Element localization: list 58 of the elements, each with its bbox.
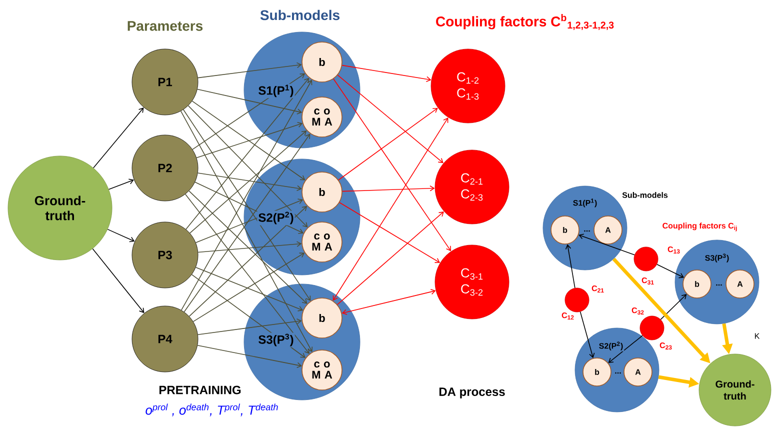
arrow	[656, 264, 684, 278]
arrow	[580, 311, 595, 358]
stage-label: DA process	[439, 388, 505, 398]
arrow	[339, 202, 440, 263]
arrow	[180, 110, 313, 352]
arrow	[196, 122, 303, 158]
node-label: C$_{23}$	[660, 342, 672, 350]
node-label: C$_{32}$	[632, 307, 644, 315]
sub-model-title: S3(P$^{3}$)	[704, 252, 730, 264]
arrow	[608, 335, 643, 363]
arrow	[192, 100, 306, 180]
arrow	[184, 194, 310, 354]
column-heading: Coupling factors C$^{b}$1,2,3-1,2,3	[436, 14, 614, 30]
arrow	[197, 345, 302, 368]
arrow	[565, 244, 576, 288]
sub-model-title: S2(P$^{2}$)	[598, 340, 624, 352]
arrow	[337, 74, 444, 164]
sub-model-title: S2(P$^{2}$)	[257, 210, 295, 226]
arrow	[660, 294, 687, 320]
arrow	[188, 190, 308, 304]
sub-model-title: S1(P$^{1}$)	[257, 84, 295, 98]
column-heading: Sub-models	[260, 10, 340, 20]
node-label: C$_{21}$	[592, 285, 604, 292]
arrow	[190, 130, 307, 234]
arrow	[192, 252, 305, 322]
node-label: C$_{31}$	[642, 277, 654, 285]
arrow	[180, 80, 312, 310]
heading: Coupling factors C$_{ij}$	[662, 222, 737, 232]
sub-model-title: S1(P$^{1}$)	[572, 198, 598, 208]
arrow	[342, 288, 436, 315]
arrow	[183, 109, 311, 301]
arrow	[342, 185, 435, 192]
arrow	[338, 108, 438, 180]
constant-label: K	[755, 333, 760, 339]
arrow	[188, 206, 308, 317]
arrow	[92, 248, 144, 314]
variable-list: o$^{prol}$ , o$^{death}$, T$^{prol}$, T$^{death}$	[146, 404, 278, 416]
arrow	[333, 78, 452, 252]
arrow	[186, 78, 310, 230]
arrow	[197, 172, 302, 192]
sub-model-title: S3(P$^{3}$)	[257, 332, 295, 348]
arrow	[342, 64, 432, 82]
arrow	[93, 108, 144, 168]
stage-label: PRETRAINING	[159, 386, 241, 394]
arrow	[198, 241, 302, 253]
arrow	[198, 318, 302, 335]
arrow	[195, 266, 304, 312]
arrow	[336, 211, 444, 305]
arrow	[184, 134, 310, 312]
arrow	[332, 117, 448, 301]
arrow	[108, 178, 134, 190]
arrow	[188, 105, 308, 228]
arrow	[197, 88, 302, 114]
arrow	[107, 228, 135, 242]
node-label: C$_{12}$	[562, 312, 574, 320]
arrow	[198, 62, 302, 78]
arrow	[578, 234, 635, 256]
column-heading: Parameters	[128, 21, 203, 31]
